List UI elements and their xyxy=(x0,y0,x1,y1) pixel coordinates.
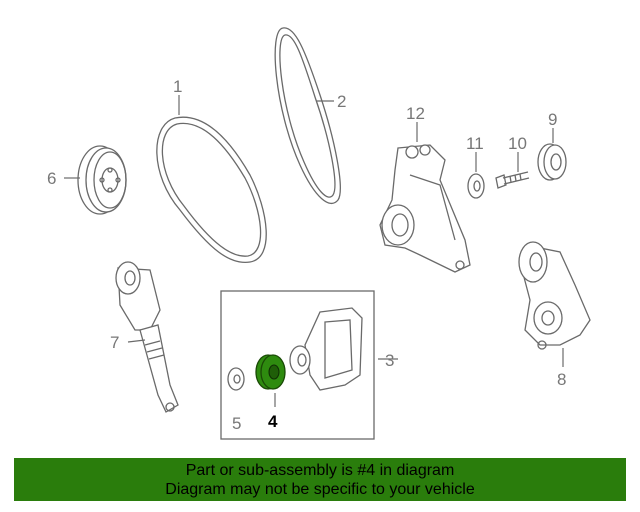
part-1-belt[interactable] xyxy=(156,116,267,264)
callout-6: 6 xyxy=(47,169,56,188)
info-banner: Part or sub-assembly is #4 in diagram Di… xyxy=(14,458,626,501)
callout-11: 11 xyxy=(466,134,484,153)
callout-5: 5 xyxy=(232,414,241,433)
callout-7: 7 xyxy=(110,333,119,352)
leader-lines xyxy=(64,95,564,407)
part-6-pulley[interactable] xyxy=(77,145,127,215)
part-12-bracket[interactable] xyxy=(379,144,471,273)
callout-8: 8 xyxy=(557,370,566,389)
callout-12: 12 xyxy=(406,104,425,123)
callout-1: 1 xyxy=(173,77,182,96)
parts-diagram: 1 2 3 4 5 6 7 8 9 10 11 12 xyxy=(47,27,591,440)
part-4-pulley-hub xyxy=(268,364,280,380)
callout-4: 4 xyxy=(268,412,278,431)
part-11-washer[interactable] xyxy=(467,173,485,199)
banner-line-1: Part or sub-assembly is #4 in diagram xyxy=(185,461,455,479)
callout-3: 3 xyxy=(385,351,394,370)
part-10-bolt[interactable] xyxy=(495,171,530,189)
callout-2: 2 xyxy=(337,92,346,111)
part-9-pulley[interactable] xyxy=(537,143,567,181)
callout-9: 9 xyxy=(548,110,557,129)
sub-assembly-box xyxy=(220,290,375,440)
callout-10: 10 xyxy=(508,134,527,153)
part-5-washer[interactable] xyxy=(227,367,245,391)
part-2-belt[interactable] xyxy=(274,27,341,205)
part-4-idler-pulley[interactable] xyxy=(255,354,286,390)
part-7-damper[interactable] xyxy=(115,261,179,413)
part-3-bracket[interactable] xyxy=(289,307,363,391)
part-8-tensioner[interactable] xyxy=(518,241,591,350)
banner-line-2: Diagram may not be specific to your vehi… xyxy=(165,480,475,498)
